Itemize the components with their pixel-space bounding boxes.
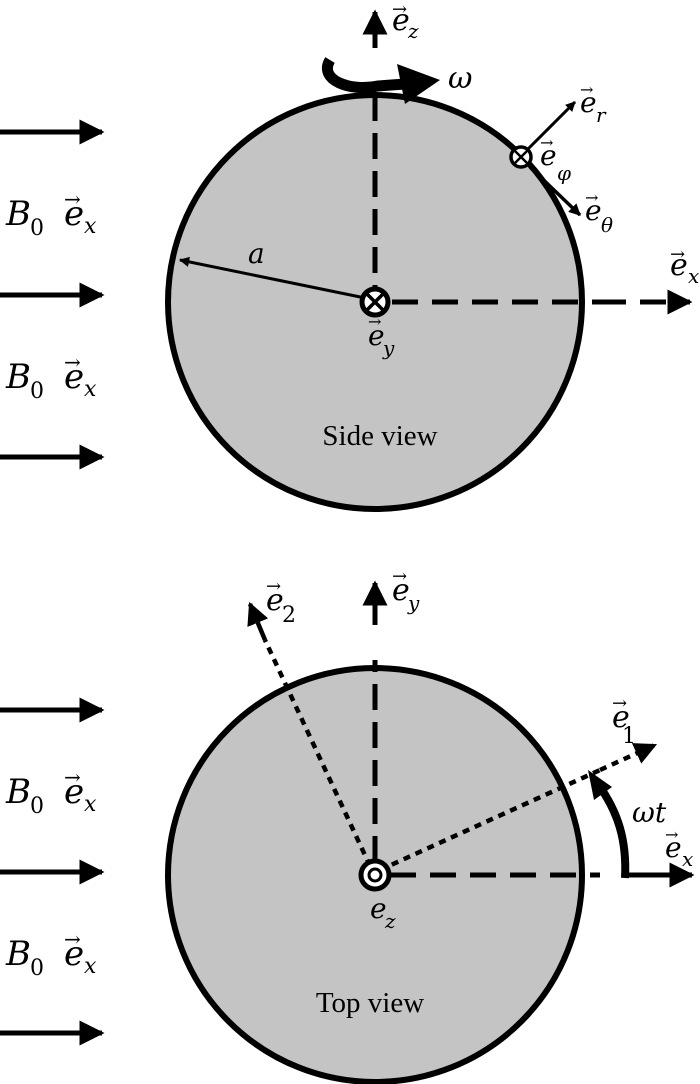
svg-text:→: → bbox=[64, 927, 81, 951]
svg-text:→: → bbox=[612, 693, 627, 714]
side-ey-into-page-icon bbox=[359, 286, 391, 318]
svg-text:→: → bbox=[64, 187, 81, 211]
top-omega-t-arrowhead bbox=[588, 770, 612, 800]
svg-text:r: r bbox=[596, 103, 607, 127]
side-phi-into-page-icon bbox=[509, 145, 533, 169]
svg-text:B: B bbox=[5, 194, 31, 234]
svg-text:→: → bbox=[368, 312, 381, 331]
top-ex-label: e x → bbox=[665, 825, 693, 871]
top-e1-label: e 1 → bbox=[612, 693, 636, 749]
top-field-arrows: B 0 e x → B 0 e x → bbox=[0, 697, 105, 1046]
svg-text:e: e bbox=[368, 319, 385, 352]
svg-text:0: 0 bbox=[30, 794, 44, 819]
svg-text:→: → bbox=[540, 133, 553, 152]
side-ephi-label: e φ → bbox=[540, 133, 571, 185]
svg-text:→: → bbox=[266, 576, 281, 597]
side-radius-arrow bbox=[179, 256, 371, 301]
svg-text:e: e bbox=[266, 583, 284, 618]
top-e2-dotted-line bbox=[262, 639, 373, 867]
side-rotation-arrowhead bbox=[397, 64, 440, 104]
svg-text:e: e bbox=[392, 3, 410, 38]
side-er-arrow bbox=[526, 100, 577, 151]
svg-text:e: e bbox=[585, 194, 602, 227]
svg-text:φ: φ bbox=[557, 161, 571, 185]
top-omega-t-arc bbox=[594, 781, 630, 879]
svg-text:e: e bbox=[670, 248, 688, 283]
side-field-arrows: B 0 e x → B 0 e x → bbox=[0, 119, 105, 470]
top-ez-label: e z bbox=[370, 892, 396, 933]
top-e1-arrow bbox=[599, 742, 658, 773]
side-radius-label: a bbox=[248, 237, 265, 270]
svg-text:x: x bbox=[682, 847, 693, 871]
field-label: B 0 e x → bbox=[5, 765, 97, 819]
svg-text:y: y bbox=[407, 591, 420, 615]
svg-text:B: B bbox=[5, 934, 31, 974]
top-omega-t-label: ωt bbox=[632, 796, 667, 829]
svg-text:e: e bbox=[612, 700, 630, 735]
svg-text:e: e bbox=[392, 573, 410, 608]
side-omega-label: ω bbox=[448, 61, 472, 96]
field-label: B 0 e x → bbox=[5, 187, 97, 241]
side-ez-label: e z → bbox=[392, 0, 419, 43]
svg-text:→: → bbox=[64, 765, 81, 789]
svg-text:z: z bbox=[384, 909, 396, 933]
svg-text:y: y bbox=[382, 336, 395, 360]
svg-text:→: → bbox=[392, 566, 407, 587]
field-label: B 0 e x → bbox=[5, 927, 97, 981]
svg-text:→: → bbox=[64, 350, 81, 374]
svg-text:x: x bbox=[84, 954, 97, 979]
svg-text:e: e bbox=[540, 139, 557, 172]
svg-text:→: → bbox=[392, 0, 407, 20]
svg-text:e: e bbox=[370, 892, 387, 925]
side-er-label: e r → bbox=[580, 80, 607, 127]
svg-text:θ: θ bbox=[601, 213, 613, 237]
svg-text:→: → bbox=[580, 80, 593, 99]
svg-text:e: e bbox=[64, 772, 84, 812]
svg-text:2: 2 bbox=[282, 603, 296, 628]
svg-text:x: x bbox=[84, 792, 97, 817]
svg-text:e: e bbox=[64, 194, 84, 234]
side-ex-label: e x → bbox=[670, 244, 699, 288]
side-view: e z → ω e x → a e y → bbox=[165, 0, 699, 512]
svg-text:→: → bbox=[670, 244, 685, 265]
svg-text:e: e bbox=[64, 934, 84, 974]
field-label: B 0 e x → bbox=[5, 350, 97, 404]
svg-text:0: 0 bbox=[30, 379, 44, 404]
top-ez-out-of-page-icon bbox=[358, 858, 392, 892]
top-view: e y → e x → e 1 → e 2 → ωt bbox=[165, 566, 695, 1084]
side-ey-label: e y → bbox=[368, 312, 395, 360]
svg-text:0: 0 bbox=[30, 956, 44, 981]
svg-text:e: e bbox=[665, 831, 682, 864]
top-e2-arrow bbox=[247, 601, 269, 641]
top-ey-label: e y → bbox=[392, 566, 420, 615]
svg-text:1: 1 bbox=[622, 724, 636, 749]
svg-text:x: x bbox=[688, 264, 699, 288]
svg-text:0: 0 bbox=[30, 216, 44, 241]
side-view-caption: Side view bbox=[322, 420, 437, 452]
svg-text:e: e bbox=[580, 86, 597, 119]
svg-text:→: → bbox=[585, 188, 598, 207]
svg-text:x: x bbox=[84, 214, 97, 239]
svg-text:z: z bbox=[407, 19, 419, 43]
svg-text:→: → bbox=[665, 825, 678, 844]
svg-text:e: e bbox=[64, 357, 84, 397]
side-etheta-label: e θ → bbox=[585, 188, 613, 237]
side-rotation-arrow bbox=[322, 57, 406, 94]
top-e1-dotted-line bbox=[379, 767, 601, 873]
side-etheta-arrow bbox=[528, 165, 582, 217]
svg-text:B: B bbox=[5, 357, 31, 397]
svg-text:B: B bbox=[5, 772, 31, 812]
top-view-caption: Top view bbox=[316, 987, 424, 1019]
top-e2-label: e 2 → bbox=[266, 576, 296, 628]
svg-text:x: x bbox=[84, 377, 97, 402]
